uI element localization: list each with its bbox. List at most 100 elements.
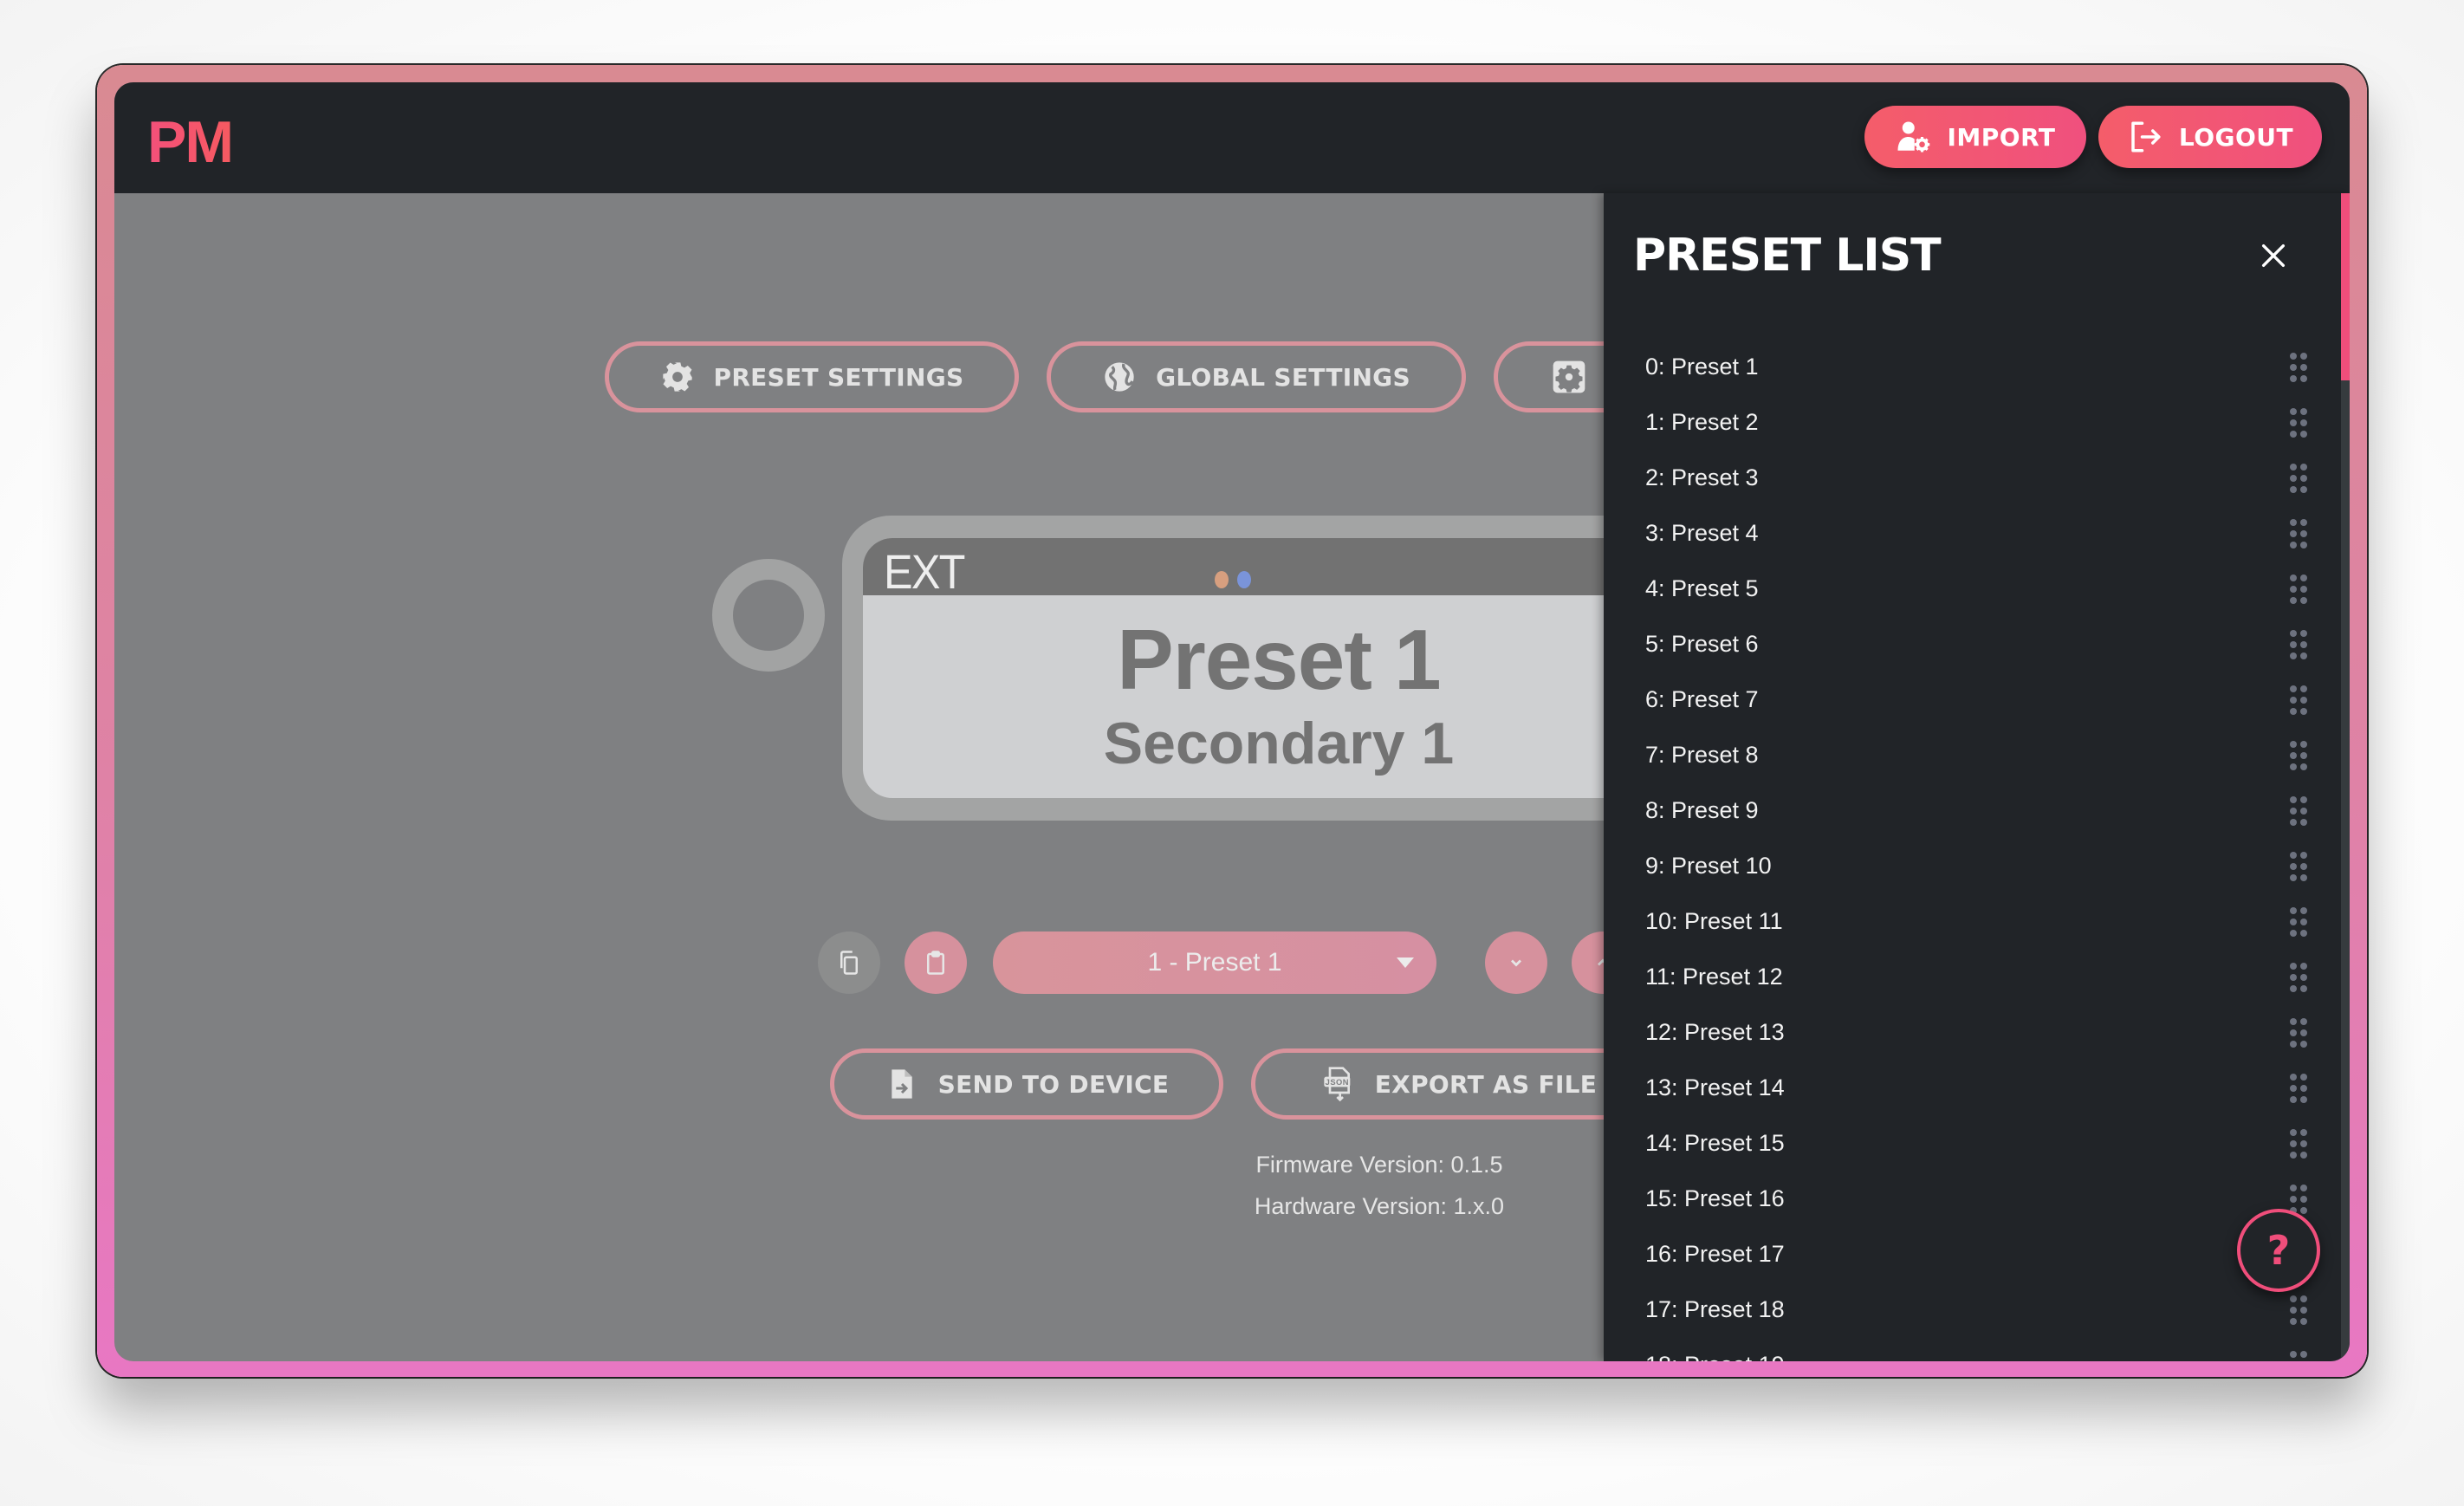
send-to-device-label: SEND TO DEVICE — [937, 1069, 1170, 1099]
drag-handle-icon[interactable] — [2290, 907, 2309, 937]
list-item-label: 6: Preset 7 — [1645, 685, 1759, 712]
drag-handle-icon[interactable] — [2290, 796, 2309, 826]
list-item[interactable]: 16: Preset 17 — [1645, 1226, 2315, 1282]
panel-scrollbar[interactable] — [2341, 193, 2350, 1361]
drag-handle-icon[interactable] — [2290, 574, 2309, 604]
list-item[interactable]: 9: Preset 10 — [1645, 838, 2315, 893]
drag-handle-icon[interactable] — [2290, 1351, 2309, 1361]
close-panel-button[interactable] — [2252, 235, 2295, 278]
copy-icon — [840, 951, 858, 975]
hardware-version: Hardware Version: 1.x.0 — [1254, 1193, 1505, 1219]
list-item-label: 0: Preset 1 — [1645, 353, 1759, 380]
help-button[interactable]: ? — [2237, 1209, 2320, 1292]
list-item[interactable]: 8: Preset 9 — [1645, 782, 2315, 838]
list-item[interactable]: 7: Preset 8 — [1645, 727, 2315, 782]
list-item-label: 7: Preset 8 — [1645, 741, 1759, 768]
file-send-icon — [891, 1069, 912, 1099]
device-settings-button[interactable] — [1494, 341, 1667, 412]
drag-handle-icon[interactable] — [2290, 519, 2309, 549]
gear-icon — [662, 362, 692, 392]
preset-list-panel: PRESET LIST 0: Preset 1 1: Preset 2 2: Pre… — [1604, 193, 2350, 1361]
drag-handle-icon[interactable] — [2290, 1185, 2309, 1214]
list-item[interactable]: 3: Preset 4 — [1645, 505, 2315, 561]
list-item-label: 10: Preset 11 — [1645, 907, 1783, 934]
list-item[interactable]: 5: Preset 6 — [1645, 616, 2315, 672]
dropdown-caret-icon — [1397, 957, 1414, 968]
list-item-label: 15: Preset 16 — [1645, 1185, 1785, 1211]
status-dot-blue — [1237, 571, 1251, 588]
list-item[interactable]: 1: Preset 2 — [1645, 394, 2315, 450]
list-item-label: 5: Preset 6 — [1645, 630, 1759, 657]
app-window: PM IMPORT LOGOUT — [97, 65, 2367, 1377]
list-item-label: 1: Preset 2 — [1645, 408, 1759, 435]
drag-handle-icon[interactable] — [2290, 1129, 2309, 1159]
drag-handle-icon[interactable] — [2290, 464, 2309, 493]
drag-handle-icon[interactable] — [2290, 408, 2309, 438]
list-item[interactable]: 10: Preset 11 — [1645, 893, 2315, 949]
drag-handle-icon[interactable] — [2290, 353, 2309, 382]
logo[interactable]: PM — [147, 109, 234, 175]
drag-handle-icon[interactable] — [2290, 1074, 2309, 1103]
main-content: PRESET SETTINGS GLOBAL SETTINGS — [114, 193, 2350, 1361]
global-settings-button[interactable]: GLOBAL SETTINGS — [1047, 341, 1466, 412]
list-item[interactable]: 2: Preset 3 — [1645, 450, 2315, 505]
preset-list[interactable]: 0: Preset 1 1: Preset 2 2: Preset 3 3: Pres… — [1604, 339, 2315, 1361]
list-item-label: 16: Preset 17 — [1645, 1240, 1785, 1267]
clipboard-icon — [927, 951, 944, 975]
list-item-label: 18: Preset 19 — [1645, 1352, 1785, 1362]
screen-status-bar: EXT 1 — [863, 538, 1695, 599]
drag-handle-icon[interactable] — [2290, 1295, 2309, 1325]
scrollbar-thumb[interactable] — [2341, 193, 2350, 380]
list-item[interactable]: 15: Preset 16 — [1645, 1171, 2315, 1226]
copy-button[interactable] — [818, 932, 880, 994]
list-item-label: 14: Preset 15 — [1645, 1129, 1785, 1156]
list-item[interactable]: 4: Preset 5 — [1645, 561, 2315, 616]
json-file-icon: JSON — [1324, 1067, 1351, 1101]
preset-settings-label: PRESET SETTINGS — [713, 362, 964, 392]
list-item-label: 17: Preset 18 — [1645, 1295, 1785, 1322]
device-screen: EXT 1 Preset 1 Secondary 1 — [863, 538, 1695, 798]
drag-handle-icon[interactable] — [2290, 963, 2309, 992]
list-item[interactable]: 17: Preset 18 — [1645, 1282, 2315, 1337]
list-item[interactable]: 11: Preset 12 — [1645, 949, 2315, 1004]
drag-handle-icon[interactable] — [2290, 852, 2309, 881]
preset-select-value: 1 - Preset 1 — [1147, 948, 1282, 977]
list-item-label: 2: Preset 3 — [1645, 464, 1759, 490]
list-item[interactable]: 14: Preset 15 — [1645, 1115, 2315, 1171]
svg-text:JSON: JSON — [1325, 1078, 1348, 1087]
list-item[interactable]: 12: Preset 13 — [1645, 1004, 2315, 1060]
global-settings-label: GLOBAL SETTINGS — [1156, 362, 1410, 392]
logout-icon — [2131, 121, 2161, 153]
list-item[interactable]: 6: Preset 7 — [1645, 672, 2315, 727]
firmware-version: Firmware Version: 0.1.5 — [1255, 1152, 1503, 1178]
next-preset-button[interactable] — [1485, 932, 1547, 994]
list-item[interactable]: 0: Preset 1 — [1645, 339, 2315, 394]
preset-select[interactable]: 1 - Preset 1 — [993, 932, 1436, 994]
globe-icon — [1105, 362, 1134, 392]
list-item-label: 3: Preset 4 — [1645, 519, 1759, 546]
drag-handle-icon[interactable] — [2290, 630, 2309, 659]
list-item-label: 13: Preset 14 — [1645, 1074, 1785, 1100]
rotary-knob[interactable] — [712, 559, 825, 672]
import-button[interactable]: IMPORT — [1864, 106, 2086, 168]
list-item[interactable]: 18: Preset 19 — [1645, 1337, 2315, 1361]
preset-name: Preset 1 — [1117, 612, 1441, 707]
send-to-device-button[interactable]: SEND TO DEVICE — [830, 1048, 1223, 1120]
drag-handle-icon[interactable] — [2290, 1018, 2309, 1048]
secondary-name: Secondary 1 — [1103, 711, 1455, 776]
panel-title: PRESET LIST — [1633, 230, 1942, 282]
chevron-down-icon — [1511, 959, 1521, 967]
list-item-label: 9: Preset 10 — [1645, 852, 1772, 879]
logout-button[interactable]: LOGOUT — [2098, 106, 2322, 168]
drag-handle-icon[interactable] — [2290, 741, 2309, 770]
app-container: PM IMPORT LOGOUT — [114, 82, 2350, 1361]
list-item[interactable]: 13: Preset 14 — [1645, 1060, 2315, 1115]
export-as-file-label: EXPORT AS FILE — [1374, 1069, 1598, 1099]
drag-handle-icon[interactable] — [2290, 685, 2309, 715]
paste-button[interactable] — [905, 932, 967, 994]
list-item-label: 8: Preset 9 — [1645, 796, 1759, 823]
device-display: EXT 1 Preset 1 Secondary 1 — [842, 516, 1709, 821]
preset-settings-button[interactable]: PRESET SETTINGS — [605, 341, 1019, 412]
list-item-label: 4: Preset 5 — [1645, 574, 1759, 601]
logout-label: LOGOUT — [2178, 122, 2294, 152]
